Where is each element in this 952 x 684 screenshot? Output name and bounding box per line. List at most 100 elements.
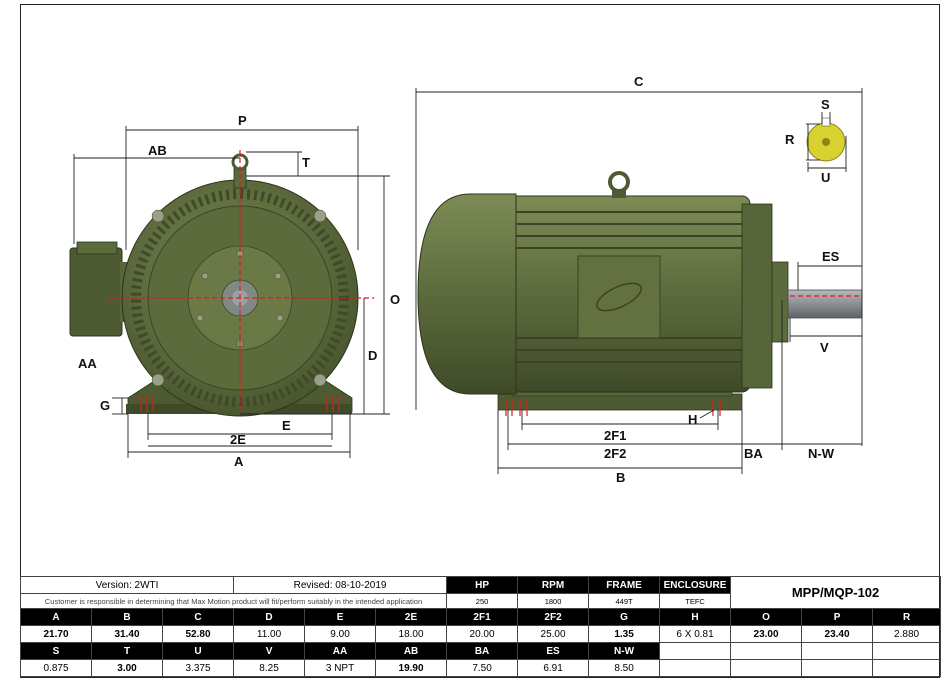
dim-value: 3 NPT <box>304 659 377 677</box>
empty-cell <box>730 659 803 677</box>
dim-label-v: V <box>820 340 829 355</box>
empty-cell <box>730 642 803 660</box>
dim-label-s: S <box>821 97 830 112</box>
dim-value: 23.00 <box>730 625 803 643</box>
dim-label-a: A <box>234 454 244 469</box>
dim-label-ab: AB <box>148 143 167 158</box>
drive-end-bell <box>741 203 773 389</box>
empty-cell <box>872 659 942 677</box>
dim-header: AB <box>375 642 448 660</box>
dim-label-p: P <box>238 113 247 128</box>
dim-value: 25.00 <box>517 625 590 643</box>
output-shaft <box>787 289 863 319</box>
dim-value: 1.35 <box>588 625 661 643</box>
dim-header: P <box>801 608 874 626</box>
dimension-header-row-1: A B C D E 2E 2F1 2F2 G H O P R <box>20 608 942 626</box>
spec-value: 250 <box>446 593 519 609</box>
front-bolts <box>151 209 327 387</box>
dimension-value-row-1: 21.70 31.40 52.80 11.00 9.00 18.00 20.00… <box>20 625 942 643</box>
dim-header: E <box>304 608 377 626</box>
dim-label-g: G <box>100 398 110 413</box>
dim-value: 6.91 <box>517 659 590 677</box>
spec-value: TEFC <box>659 593 732 609</box>
dim-label-d: D <box>368 348 377 363</box>
dim-label-e: E <box>282 418 291 433</box>
dim-value: 52.80 <box>161 625 235 643</box>
dim-value: 2.880 <box>872 625 942 643</box>
spec-header: RPM <box>517 576 590 594</box>
dim-value: 6 X 0.81 <box>659 625 732 643</box>
dim-header: ES <box>517 642 590 660</box>
dim-value: 21.70 <box>20 625 92 643</box>
dim-label-b: B <box>616 470 625 485</box>
dim-header: B <box>91 608 163 626</box>
dim-label-h: H <box>688 412 697 427</box>
shaft-end-detail <box>806 117 846 162</box>
sheet-border <box>20 4 940 678</box>
dim-value: 23.40 <box>801 625 874 643</box>
dim-header: V <box>233 642 306 660</box>
dim-value: 19.90 <box>375 659 448 677</box>
empty-cell <box>659 642 732 660</box>
motor-dimension-drawing: P AB T O D AA G E 2E A <box>69 74 863 485</box>
dim-header: H <box>659 608 732 626</box>
dim-value: 8.50 <box>588 659 661 677</box>
dim-label-aa: AA <box>78 356 97 371</box>
dim-header: S <box>20 642 92 660</box>
disclaimer-text: Customer is responsible in determining t… <box>19 593 448 609</box>
dim-header: T <box>91 642 163 660</box>
dim-label-ba: BA <box>744 446 763 461</box>
empty-cell <box>872 642 942 660</box>
dim-label-r: R <box>785 132 795 147</box>
revised-cell: Revised: 08-10-2019 <box>233 576 448 594</box>
dim-value: 18.00 <box>375 625 448 643</box>
front-view: P AB T O D AA G E 2E A <box>69 113 400 469</box>
empty-cell <box>659 659 732 677</box>
dim-label-u: U <box>821 170 830 185</box>
nameplate <box>577 255 661 339</box>
dim-label-o: O <box>390 292 400 307</box>
dim-label-t: T <box>302 155 310 170</box>
dim-header: 2F2 <box>517 608 590 626</box>
dim-header: A <box>20 608 92 626</box>
model-number: MPP/MQP-102 <box>730 576 942 609</box>
dim-header: R <box>872 608 942 626</box>
spec-header: HP <box>446 576 519 594</box>
dimension-header-row-2: S T U V AA AB BA ES N-W <box>20 642 942 660</box>
dim-value: 31.40 <box>91 625 163 643</box>
dim-label-2f1: 2F1 <box>604 428 626 443</box>
dim-header: AA <box>304 642 377 660</box>
dim-header: 2E <box>375 608 448 626</box>
version-cell: Version: 2WTI <box>19 576 235 594</box>
dim-value: 3.375 <box>161 659 235 677</box>
dim-value: 11.00 <box>233 625 306 643</box>
dim-value: 20.00 <box>446 625 519 643</box>
title-row: Version: 2WTI Revised: 08-10-2019 HP RPM… <box>19 576 942 609</box>
dim-label-2e: 2E <box>230 432 246 447</box>
dim-label-nw: N-W <box>808 446 835 461</box>
side-base <box>497 393 743 411</box>
dim-label-c: C <box>634 74 644 89</box>
dim-label-es: ES <box>822 249 840 264</box>
spec-header: FRAME <box>588 576 661 594</box>
dim-value: 0.875 <box>20 659 92 677</box>
dim-value: 7.50 <box>446 659 519 677</box>
side-view: C S R U ES V H 2F1 2F2 BA N-W B <box>415 74 863 485</box>
dim-header: G <box>588 608 661 626</box>
dim-header: O <box>730 608 803 626</box>
side-lifting-eye <box>608 171 630 193</box>
dim-header: N-W <box>588 642 661 660</box>
spec-header: ENCLOSURE <box>659 576 732 594</box>
dim-header: C <box>161 608 235 626</box>
empty-cell <box>801 659 874 677</box>
empty-cell <box>801 642 874 660</box>
dim-value: 9.00 <box>304 625 377 643</box>
dim-label-2f2: 2F2 <box>604 446 626 461</box>
spec-value: 1800 <box>517 593 590 609</box>
dim-header: BA <box>446 642 519 660</box>
dimension-value-row-2: 0.875 3.00 3.375 8.25 3 NPT 19.90 7.50 6… <box>20 659 942 677</box>
fan-cover <box>417 193 517 395</box>
dim-value: 8.25 <box>233 659 306 677</box>
dim-value: 3.00 <box>91 659 163 677</box>
dim-header: D <box>233 608 306 626</box>
